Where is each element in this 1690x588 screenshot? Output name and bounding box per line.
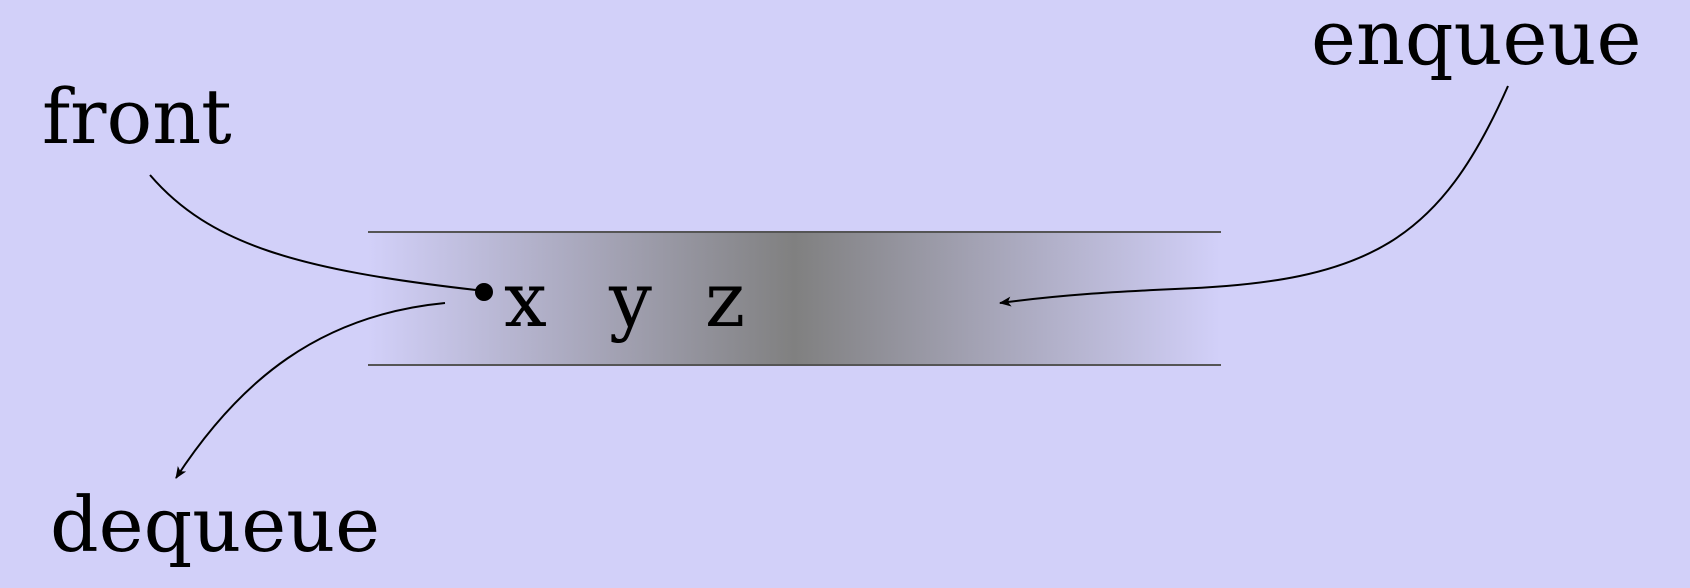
queue-items: x y z — [504, 255, 745, 344]
enqueue-label: enqueue — [1311, 0, 1641, 82]
queue-tube — [368, 231, 1221, 366]
enqueue-arrow — [999, 85, 1509, 307]
queue-item: z — [705, 255, 745, 344]
front-label: front — [42, 72, 232, 161]
queue-item: y — [608, 255, 652, 344]
dequeue-arrow — [175, 302, 446, 479]
queue-item: x — [504, 255, 547, 344]
front-pointer-dot — [475, 283, 493, 301]
dequeue-label: dequeue — [50, 480, 380, 569]
front-pointer-line — [149, 174, 477, 291]
queue-tube-fill — [368, 232, 1221, 365]
